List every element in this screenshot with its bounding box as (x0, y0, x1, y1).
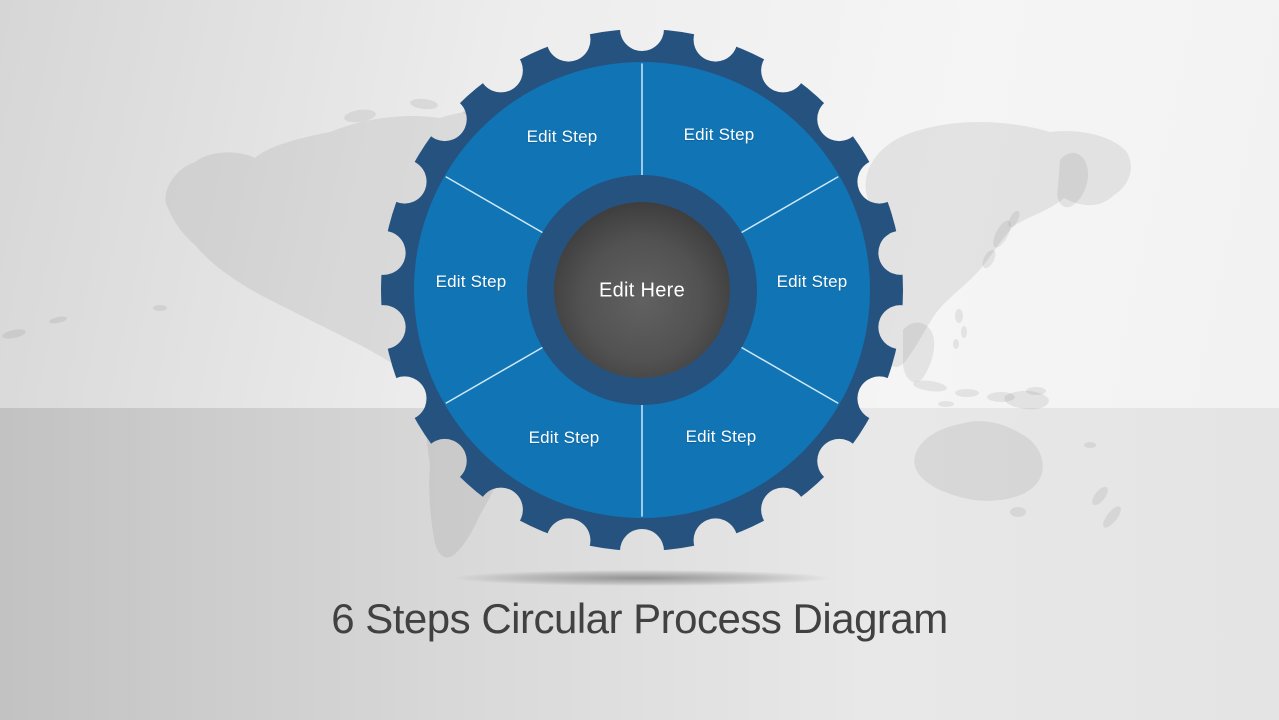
map-australia (914, 421, 1043, 501)
gear-diagram[interactable] (372, 20, 912, 560)
gear-hub[interactable] (554, 202, 730, 378)
segment-divider-lines (445, 63, 839, 517)
slide-title[interactable]: 6 Steps Circular Process Diagram (331, 595, 948, 642)
step-label-3[interactable]: Edit Step (685, 427, 757, 446)
center-label[interactable]: Edit Here (598, 279, 686, 302)
step-label-6[interactable]: Edit Step (526, 127, 598, 146)
step-label-5[interactable]: Edit Step (435, 272, 507, 291)
step-label-1[interactable]: Edit Step (683, 125, 755, 144)
step-label-4[interactable]: Edit Step (528, 428, 600, 447)
map-asia (865, 121, 1131, 367)
gear-drop-shadow (455, 570, 829, 586)
step-label-2[interactable]: Edit Step (776, 272, 848, 291)
